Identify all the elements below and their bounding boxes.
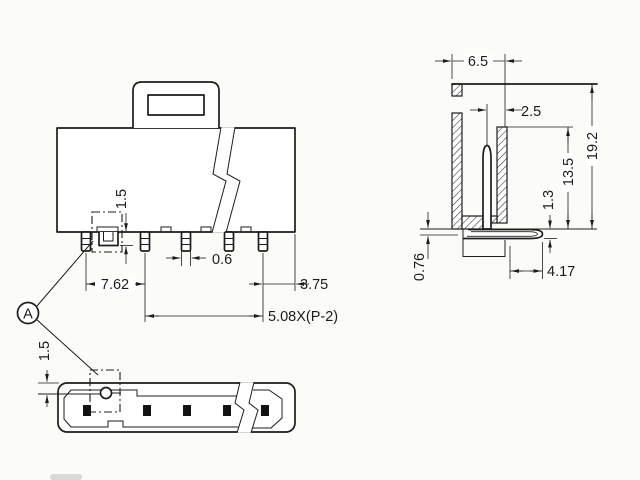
- pin: [257, 231, 269, 252]
- dim-lead-width: 1.3: [541, 190, 557, 253]
- solder-lead: [463, 228, 544, 240]
- side-section-view: 6.5 2.5 19.2 13.5: [412, 54, 601, 281]
- dim-peg-height: 1.5: [114, 189, 133, 264]
- front-pins: [80, 231, 269, 252]
- inner-contour-right: [252, 389, 283, 429]
- right-base: [490, 215, 498, 224]
- latch-hole: [147, 94, 205, 116]
- dim-pin-width: 0.6: [166, 251, 232, 268]
- dim-lead-thickness: 0.76: [412, 212, 430, 281]
- break-line-bottom: [234, 382, 259, 433]
- dim-pin-offset: 2.5: [470, 104, 541, 146]
- dim-pitch-formula: 5.08X(P-2): [145, 309, 338, 325]
- dim-first-pitch: 7.62: [85, 253, 146, 322]
- dim-text-pin-offset: 2.5: [521, 104, 541, 120]
- detail-callout-circle: [16, 301, 40, 325]
- detail-callout-a: A: [16, 240, 99, 376]
- pin-pad: [83, 405, 91, 416]
- dim-top-width: 6.5: [435, 54, 522, 127]
- dim-total-height: 19.2: [585, 84, 601, 229]
- boss-circle: [99, 386, 113, 400]
- dim-text-lead-width: 1.3: [541, 190, 557, 210]
- detail-a-box-front: [91, 211, 123, 253]
- connector-body-outline: [56, 127, 296, 233]
- base-step: [462, 229, 506, 257]
- bottom-outline: [57, 382, 296, 433]
- detail-callout-letter: A: [23, 307, 33, 323]
- dim-text-body-height: 13.5: [561, 158, 577, 186]
- dim-text-first-pitch: 7.62: [101, 277, 129, 293]
- left-base: [461, 215, 484, 230]
- pin-pad: [183, 405, 191, 416]
- pin-pad: [261, 405, 269, 416]
- dim-text-lead-thickness: 0.76: [412, 253, 428, 281]
- dim-edge-margin: 3.75: [249, 234, 328, 322]
- dim-text-pitch-formula: 5.08X(P-2): [268, 309, 338, 325]
- dim-text-top-width: 6.5: [468, 54, 488, 70]
- front-view: 1.5 7.62 0.6 3.75: [56, 81, 338, 325]
- bottom-view: 1.5: [37, 341, 296, 433]
- dim-lead-length: 4.17: [509, 242, 575, 280]
- pin: [139, 231, 151, 252]
- dim-text-lead-length: 4.17: [547, 264, 575, 280]
- detail-a-box-bottom: [89, 369, 121, 413]
- dim-text-boss-offset: 1.5: [37, 341, 53, 361]
- dim-body-height: 13.5: [507, 126, 577, 229]
- pin: [180, 231, 192, 252]
- edge-notches: [96, 226, 252, 232]
- dim-text-edge-margin: 3.75: [300, 277, 328, 293]
- center-pin: [482, 144, 492, 230]
- mount-peg: [98, 232, 119, 247]
- dim-text-total-height: 19.2: [585, 132, 601, 160]
- scan-artifact: [50, 474, 82, 480]
- inner-contour-left: [63, 389, 240, 428]
- dim-text-pin-width: 0.6: [212, 252, 232, 268]
- pin-pad: [223, 405, 231, 416]
- pin: [223, 231, 235, 252]
- pin-pad: [143, 405, 151, 416]
- pin: [80, 231, 92, 252]
- dim-boss-offset: 1.5: [37, 341, 59, 407]
- dim-text-peg-height: 1.5: [114, 189, 130, 209]
- break-line-front: [211, 127, 241, 233]
- bottom-pins: [83, 405, 269, 416]
